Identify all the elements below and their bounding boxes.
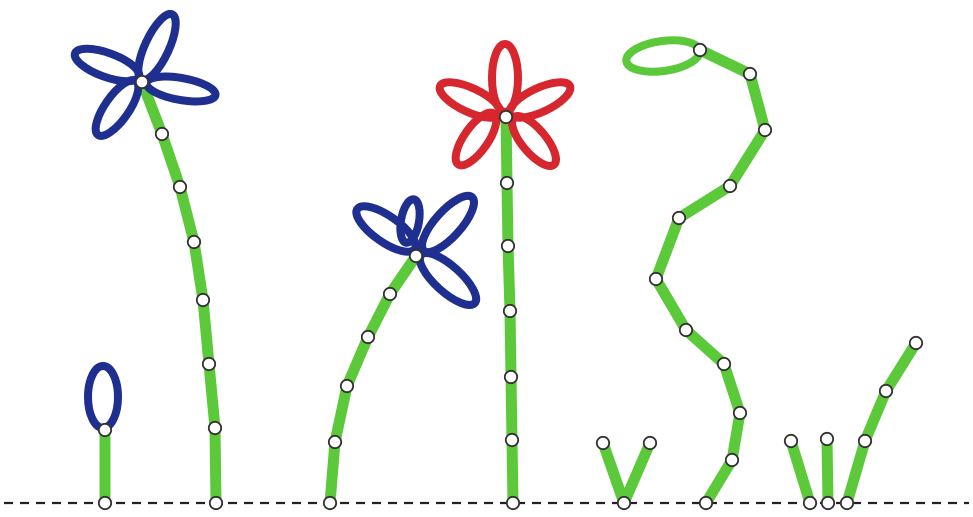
joint-node <box>324 497 336 509</box>
v-sprout-stem <box>603 443 650 503</box>
joint-node <box>718 358 730 370</box>
petal <box>505 110 563 173</box>
stem-segment <box>827 439 828 503</box>
leaning-blue-flower-stem <box>330 256 416 503</box>
tall-blue-flower-joints <box>136 76 222 509</box>
petal <box>145 72 218 106</box>
joint-node <box>880 385 892 397</box>
joint-node <box>700 497 712 509</box>
sprout-cluster-stem <box>791 343 916 503</box>
joint-node <box>724 180 736 192</box>
joint-node <box>504 305 516 317</box>
petal <box>413 245 484 312</box>
petal <box>71 42 143 88</box>
v-sprout-joints <box>597 437 656 509</box>
joint-node <box>859 435 871 447</box>
winding-vine-joints <box>650 44 771 509</box>
joint-node <box>500 111 512 123</box>
leaning-blue-flower-joints <box>324 250 422 509</box>
joint-node <box>734 407 746 419</box>
joint-node <box>680 324 692 336</box>
joint-node <box>188 236 200 248</box>
winding-vine-stem <box>656 50 765 503</box>
stem-segment <box>791 441 810 503</box>
joint-node <box>209 422 221 434</box>
joint-node <box>694 44 706 56</box>
stem-segment <box>142 82 216 503</box>
joint-node <box>597 437 609 449</box>
joint-node <box>822 497 834 509</box>
stem-segment <box>847 343 916 503</box>
joint-node <box>156 128 168 140</box>
joint-node <box>841 497 853 509</box>
bud-plant-petals <box>88 366 118 428</box>
joint-node <box>650 273 662 285</box>
joint-node <box>362 331 374 343</box>
stem-segment <box>330 256 416 503</box>
petal <box>350 198 422 259</box>
joint-node <box>384 288 396 300</box>
joint-node <box>804 497 816 509</box>
petal <box>624 36 701 76</box>
joint-node <box>673 212 685 224</box>
winding-vine-petals <box>624 36 701 76</box>
joint-node <box>99 424 111 436</box>
joint-node <box>197 294 209 306</box>
joint-node <box>644 437 656 449</box>
joint-node <box>505 371 517 383</box>
joint-node <box>501 177 513 189</box>
joint-node <box>759 124 771 136</box>
joint-node <box>502 240 514 252</box>
joint-node <box>341 380 353 392</box>
petals-layer <box>71 9 702 428</box>
stem-segment <box>603 443 624 503</box>
joint-node <box>618 497 630 509</box>
petal <box>88 366 118 428</box>
joint-node <box>174 181 186 193</box>
joint-node <box>507 497 519 509</box>
stem-segment <box>656 50 765 503</box>
petal <box>397 198 422 244</box>
joint-node <box>506 434 518 446</box>
joint-node <box>821 433 833 445</box>
joint-node <box>726 454 738 466</box>
joint-node <box>203 358 215 370</box>
joint-node <box>410 250 422 262</box>
petal <box>414 189 481 260</box>
stem-segment <box>624 443 650 503</box>
joint-node <box>99 497 111 509</box>
joint-node <box>210 497 222 509</box>
joint-node <box>910 337 922 349</box>
joint-node <box>136 76 148 88</box>
joint-node <box>785 435 797 447</box>
tall-blue-flower-stem <box>142 82 216 503</box>
joint-node <box>744 68 756 80</box>
joint-node <box>329 436 341 448</box>
